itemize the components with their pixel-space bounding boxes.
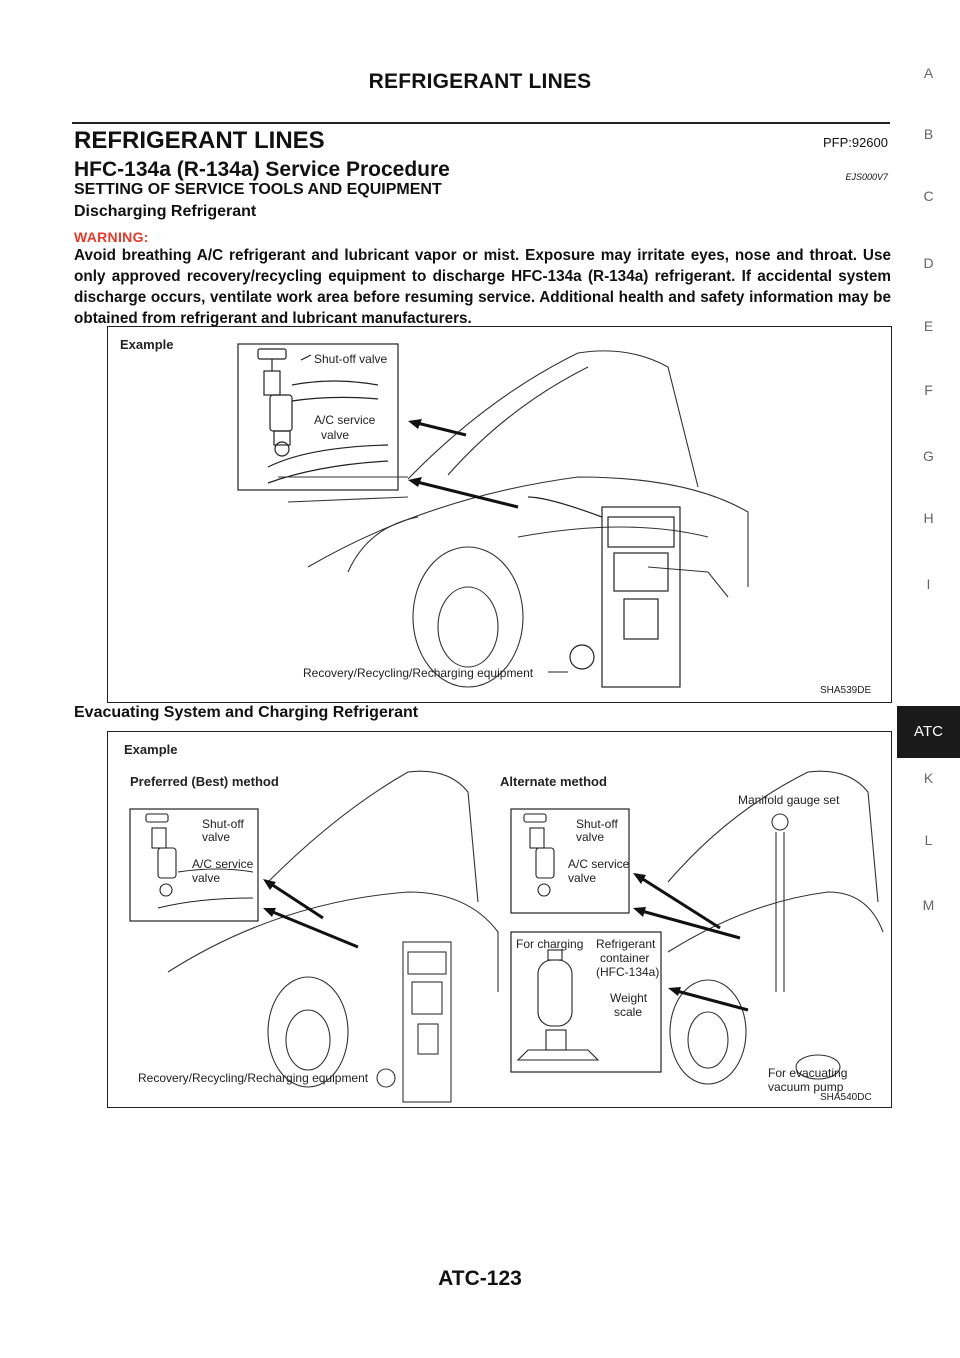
figure2-id: SHA540DC (820, 1092, 872, 1103)
section-index-g[interactable]: G (923, 448, 934, 464)
warning-text: Avoid breathing A/C refrigerant and lubr… (74, 247, 891, 327)
figure1-ac-valve-label-1: A/C service (314, 413, 376, 427)
figure2-preferred-label: Preferred (Best) method (130, 774, 279, 789)
section-index-b[interactable]: B (923, 126, 934, 142)
section-index-a[interactable]: A (923, 65, 934, 81)
figure2-refrigerant-2: container (600, 951, 649, 965)
figure2-right-ac-1: A/C service (568, 857, 630, 871)
header-rule (72, 122, 890, 124)
figure2-equipment-label: Recovery/Recycling/Recharging equipment (138, 1071, 369, 1085)
section-index-f[interactable]: F (924, 382, 933, 398)
figure2-example-label: Example (124, 742, 177, 757)
figure-evacuating-illustration: Example Preferred (Best) method Alternat… (124, 742, 884, 1103)
figure1-ac-valve-label-2: valve (321, 428, 349, 442)
section-index-l[interactable]: L (924, 832, 933, 848)
part-number: PFP:92600 (822, 135, 888, 150)
section-index-active[interactable]: ATC (897, 706, 960, 758)
section-index-h[interactable]: H (923, 510, 934, 526)
warning-label: WARNING: (74, 229, 149, 245)
running-head: REFRIGERANT LINES (368, 70, 592, 93)
figure-discharging-illustration: Example Shut-off valve A/C service valve (120, 337, 871, 696)
figure-evacuating: Example Preferred (Best) method Alternat… (107, 731, 892, 1108)
section-index-m[interactable]: M (922, 897, 935, 913)
figure1-equipment-label: Recovery/Recycling/Recharging equipment (303, 666, 534, 680)
figure1-example-label: Example (120, 337, 173, 352)
figure2-right-shutoff-2: valve (576, 830, 604, 844)
section-index-d[interactable]: D (923, 255, 934, 271)
section-index-e[interactable]: E (923, 318, 934, 334)
figure2-left-shutoff-2: valve (202, 830, 230, 844)
figure2-left-ac-1: A/C service (192, 857, 254, 871)
figure2-alternate-label: Alternate method (500, 774, 607, 789)
figure2-weight-1: Weight (610, 991, 648, 1005)
figure2-left-ac-2: valve (192, 871, 220, 885)
procedure-code: EJS000V7 (845, 172, 888, 182)
section-index-c[interactable]: C (923, 188, 934, 204)
subheading: SETTING OF SERVICE TOOLS AND EQUIPMENT (74, 181, 442, 198)
section-index-k[interactable]: K (923, 770, 934, 786)
figure2-evac-2: vacuum pump (768, 1080, 844, 1094)
figure-discharging: Example Shut-off valve A/C service valve (107, 326, 892, 703)
figure2-right-shutoff-1: Shut-off (576, 817, 618, 831)
procedure-title: HFC-134a (R-134a) Service Procedure (74, 158, 450, 181)
figure2-refrigerant-1: Refrigerant (596, 937, 656, 951)
discharging-heading: Discharging Refrigerant (74, 203, 257, 220)
section-title: REFRIGERANT LINES (74, 127, 325, 154)
figure2-for-charging: For charging (516, 937, 583, 951)
page-number: ATC-123 (438, 1267, 522, 1290)
figure2-right-ac-2: valve (568, 871, 596, 885)
evacuating-heading: Evacuating System and Charging Refrigera… (74, 704, 419, 721)
figure1-shutoff-label: Shut-off valve (314, 352, 387, 366)
figure2-weight-2: scale (614, 1005, 642, 1019)
figure2-left-shutoff-1: Shut-off (202, 817, 244, 831)
section-index-i[interactable]: I (926, 576, 931, 592)
figure2-manifold-label: Manifold gauge set (738, 793, 840, 807)
figure2-refrigerant-3: (HFC-134a) (596, 965, 659, 979)
figure2-evac-1: For evacuating (768, 1066, 847, 1080)
figure1-id: SHA539DE (820, 685, 871, 696)
